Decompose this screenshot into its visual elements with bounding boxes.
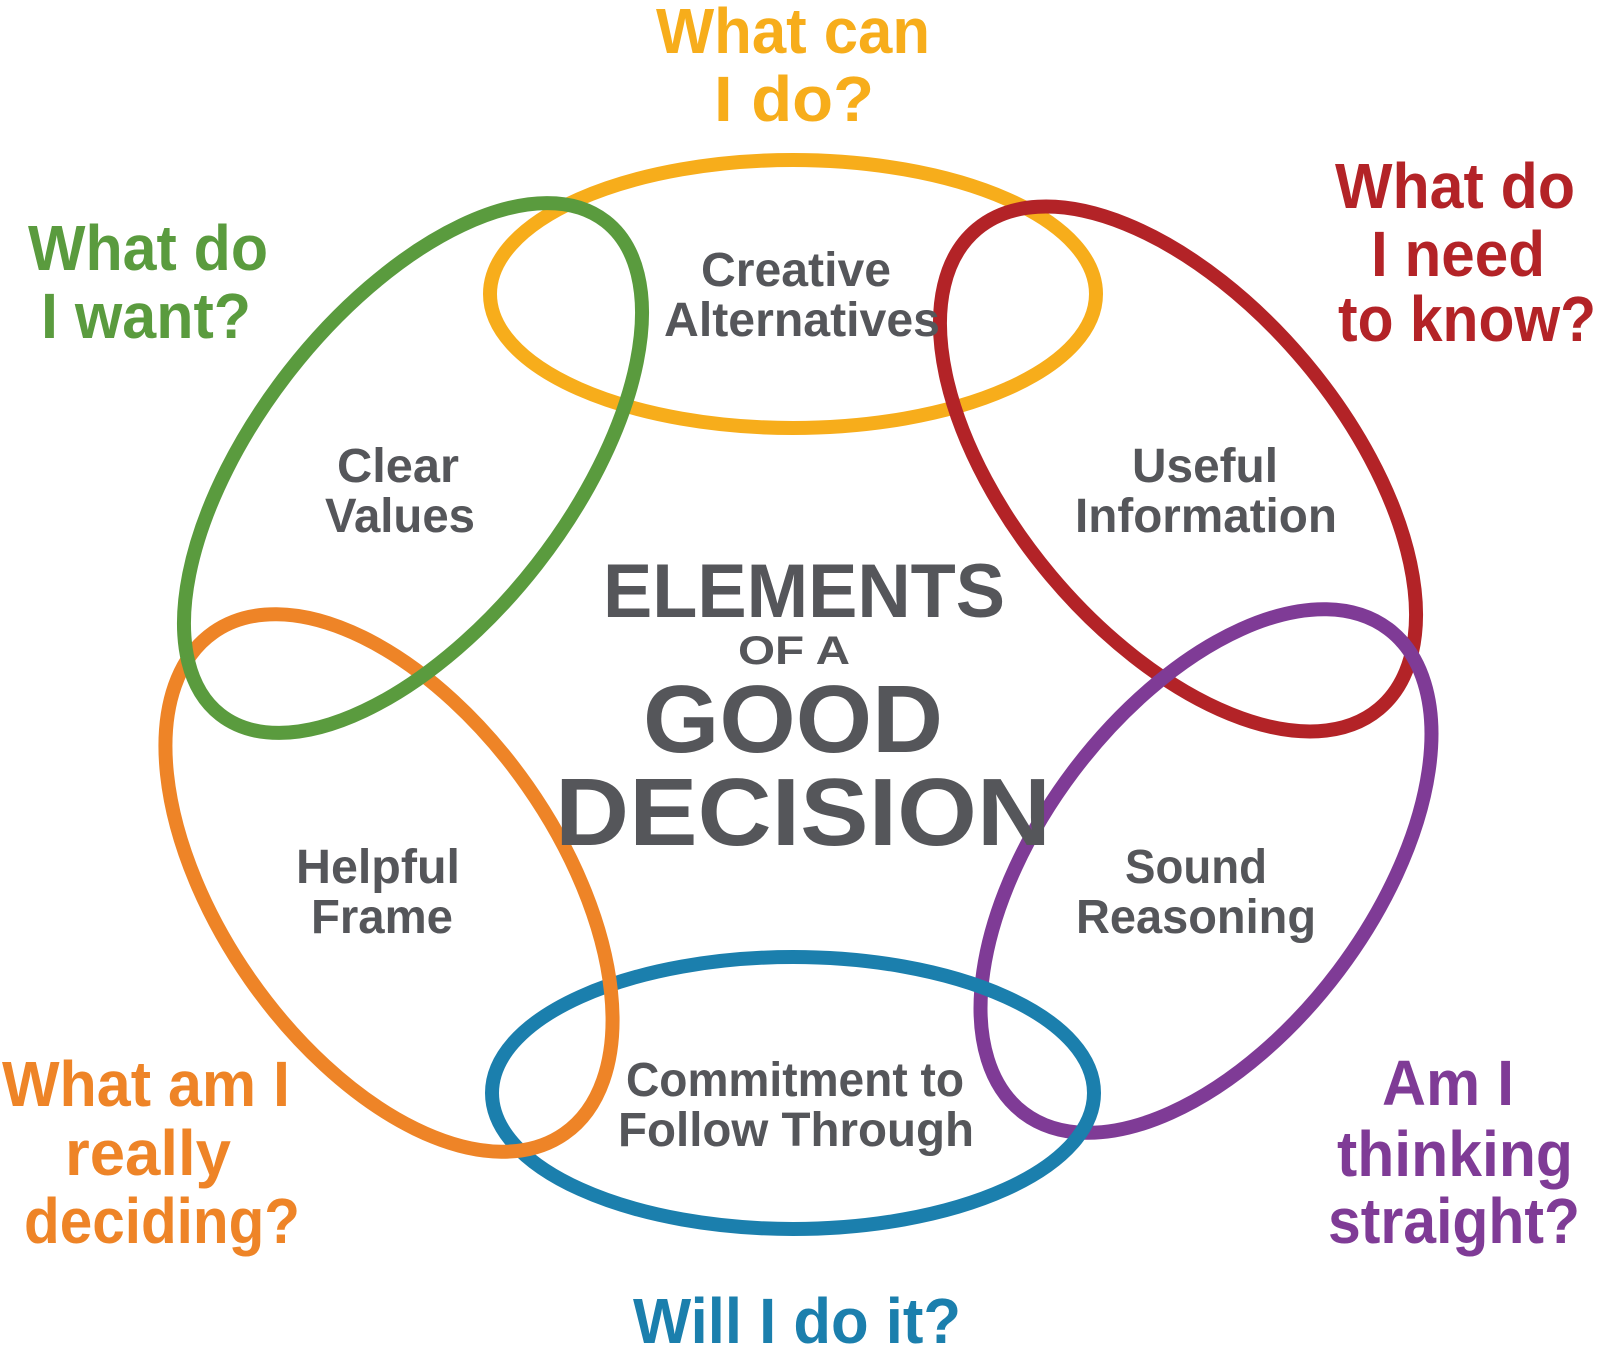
label-helpful: Helpful xyxy=(296,841,460,894)
loop-sound-reasoning xyxy=(973,602,1439,1140)
question-what-do-i-want-2: I want? xyxy=(41,280,251,352)
title-line-of-a: OF A xyxy=(738,629,850,673)
label-reasoning: Reasoning xyxy=(1076,891,1316,944)
question-am-i-thinking-2: thinking xyxy=(1337,1118,1573,1190)
label-useful: Useful xyxy=(1132,440,1278,493)
label-creative: Creative xyxy=(701,244,891,297)
loop-useful-information xyxy=(932,199,1424,739)
question-will-i-do-it: Will I do it? xyxy=(633,1285,961,1357)
question-what-am-i-deciding-2: really xyxy=(65,1117,231,1189)
title-line-decision: DECISION xyxy=(555,759,1051,866)
label-follow-through: Follow Through xyxy=(618,1104,974,1157)
loop-helpful-frame xyxy=(158,607,620,1159)
element-loops xyxy=(158,153,1439,1236)
question-what-am-i-deciding-3: deciding? xyxy=(24,1185,300,1257)
question-what-can-i-do-1: What can xyxy=(656,0,930,67)
label-values: Values xyxy=(325,490,475,543)
label-frame: Frame xyxy=(311,891,453,944)
question-am-i-thinking-3: straight? xyxy=(1328,1185,1580,1257)
loop-commitment-follow-through xyxy=(485,950,1101,1236)
element-labels: Creative Alternatives Useful Information… xyxy=(296,244,1337,1157)
label-information: Information xyxy=(1075,490,1337,543)
label-alternatives: Alternatives xyxy=(664,294,940,347)
question-what-can-i-do-2: I do? xyxy=(714,63,874,135)
question-what-do-i-need-2: I need xyxy=(1371,218,1545,290)
label-commitment-to: Commitment to xyxy=(626,1054,964,1107)
center-title: ELEMENTS OF A GOOD DECISION xyxy=(555,549,1051,866)
label-sound: Sound xyxy=(1125,841,1267,894)
question-what-do-i-need-3: to know? xyxy=(1338,283,1596,355)
question-what-do-i-need-1: What do xyxy=(1335,150,1575,222)
title-line-good: GOOD xyxy=(643,666,943,773)
question-what-am-i-deciding-1: What am I xyxy=(2,1048,290,1120)
question-am-i-thinking-1: Am I xyxy=(1382,1047,1514,1119)
title-line-elements: ELEMENTS xyxy=(603,549,1005,634)
question-what-do-i-want-1: What do xyxy=(28,212,268,284)
label-clear: Clear xyxy=(337,440,459,493)
loop-clear-values xyxy=(177,196,649,740)
loop-creative-alternatives xyxy=(483,153,1103,435)
